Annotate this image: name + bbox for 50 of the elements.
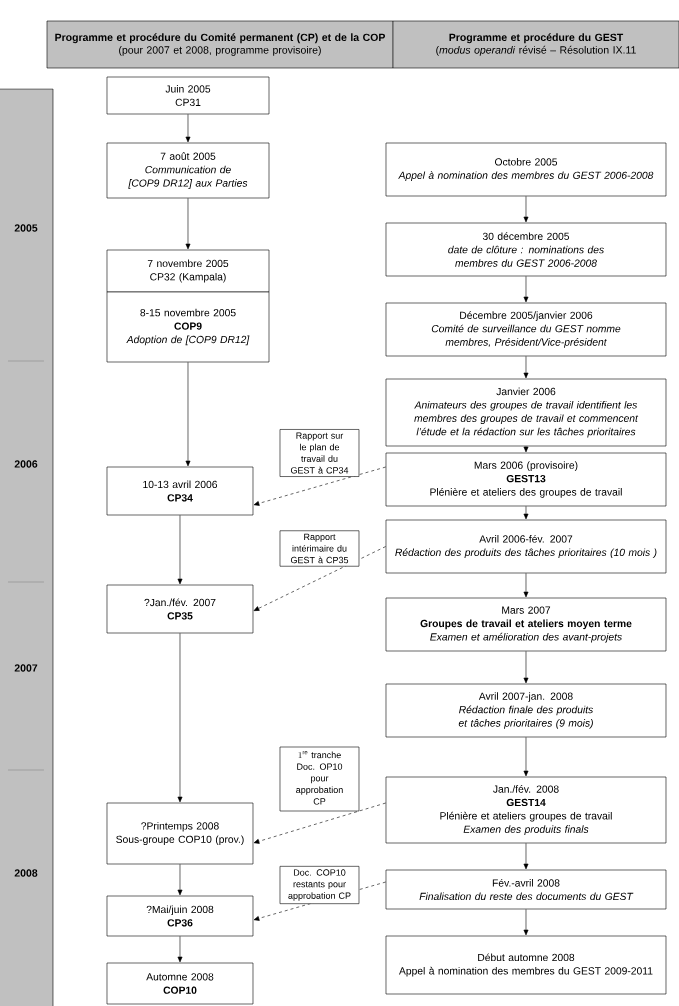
column-header: Programme et procédure du GEST (modus operandi révisé – Résolution IX.11 [392,20,679,69]
event-box: 8-15 novembre 2005 COP9 Adoption de [COP9 DR12] [106,291,270,363]
arrow [523,573,529,598]
arrow [177,936,183,963]
arrow [523,196,529,223]
event-box: 7 novembre 2005 CP32 (Kampala) [106,249,270,293]
event-box: Jan./fév. 2008 GEST14 Plénière et ateliers groupes de travail Examen des produits finals [385,776,667,844]
arrow [177,864,183,896]
event-box: Juin 2005 CP31 [106,76,270,115]
note-box: Doc. COP10 restants pour approbation CP [279,866,360,904]
year-label: 2007 [14,664,38,672]
arrow [523,446,529,453]
event-box: Avril 2006-fév. 2007 Rédaction des produits des tâches prioritaires (10 mois ) [385,519,667,574]
arrow [253,802,386,844]
event-box: Début automne 2008 Appel à nomination des membres du GEST 2009-2011 [385,935,667,995]
event-box: Mars 2007 Groupes de travail et ateliers moyen terme Examen et amélioration des avant-projets [385,597,667,652]
arrow [177,633,183,803]
arrow [523,843,529,870]
arrow [523,651,529,684]
arrow [253,546,386,611]
event-box: Avril 2007-jan. 2008 Rédaction finale des produits et tâches prioritaires (9 mois) [385,683,667,738]
year-label: 2005 [14,224,38,232]
arrow [523,506,529,520]
event-box: ?Printemps 2008 Sous-groupe COP10 (prov.) [106,802,254,865]
event-box: Janvier 2006 Animateurs des groupes de travail identifient les membres des groupes de travail et commencent l’étude et la rédaction sur les tâches prioritaires [385,378,667,447]
arrow [523,737,529,777]
event-box: Fév.-avril 2008 Finalisation du reste des documents du GEST [385,869,667,910]
event-box: 10-13 avril 2006 CP34 [106,466,254,516]
column-header: Programme et procédure du Comité permanent (CP) et de la COP (pour 2007 et 2008, programme provisoire) [46,20,394,69]
arrow [185,362,191,467]
event-box: ?Jan./fév. 2007 CP35 [106,584,254,634]
event-box: 30 décembre 2005 date de clôture : nominations des membres du GEST 2006-2008 [385,222,667,277]
event-box: Automne 2008 COP10 [106,962,254,1005]
note-box: Rapport intérimaire du GEST à CP35 [279,530,360,567]
event-box: Décembre 2005/janvier 2006 Comité de surveillance du GEST nomme membres, Président/Vice-président [385,302,667,357]
arrow [523,276,529,303]
arrow [177,515,183,585]
note-box: Rapport sur le plan de travail du GEST à CP34 [279,429,360,477]
arrow [253,466,386,506]
event-box: 7 août 2005 Communication de [COP9 DR12] aux Parties [106,142,270,199]
arrow [185,198,191,250]
note-box: $\begin{array}{c}1^{\mathrm{re}}\ \mbox{tranche}\\ \mbox{Doc. OP10}\\ \mbox{pour}\\ \mbox{approbation}\\ \mbox{CP}\end{array}$ [279,746,360,812]
year-label: 2008 [14,869,38,877]
event-box: ?Mai/juin 2008 CP36 [106,895,254,937]
event-box: Octobre 2005 Appel à nomination des membres du GEST 2006-2008 [385,142,667,197]
event-box: Mars 2006 (provisoire) GEST13 Plénière et ateliers des groupes de travail [385,452,667,507]
year-label: 2006 [14,460,38,468]
arrow [523,356,529,379]
arrow [523,909,529,936]
arrow [185,114,191,143]
